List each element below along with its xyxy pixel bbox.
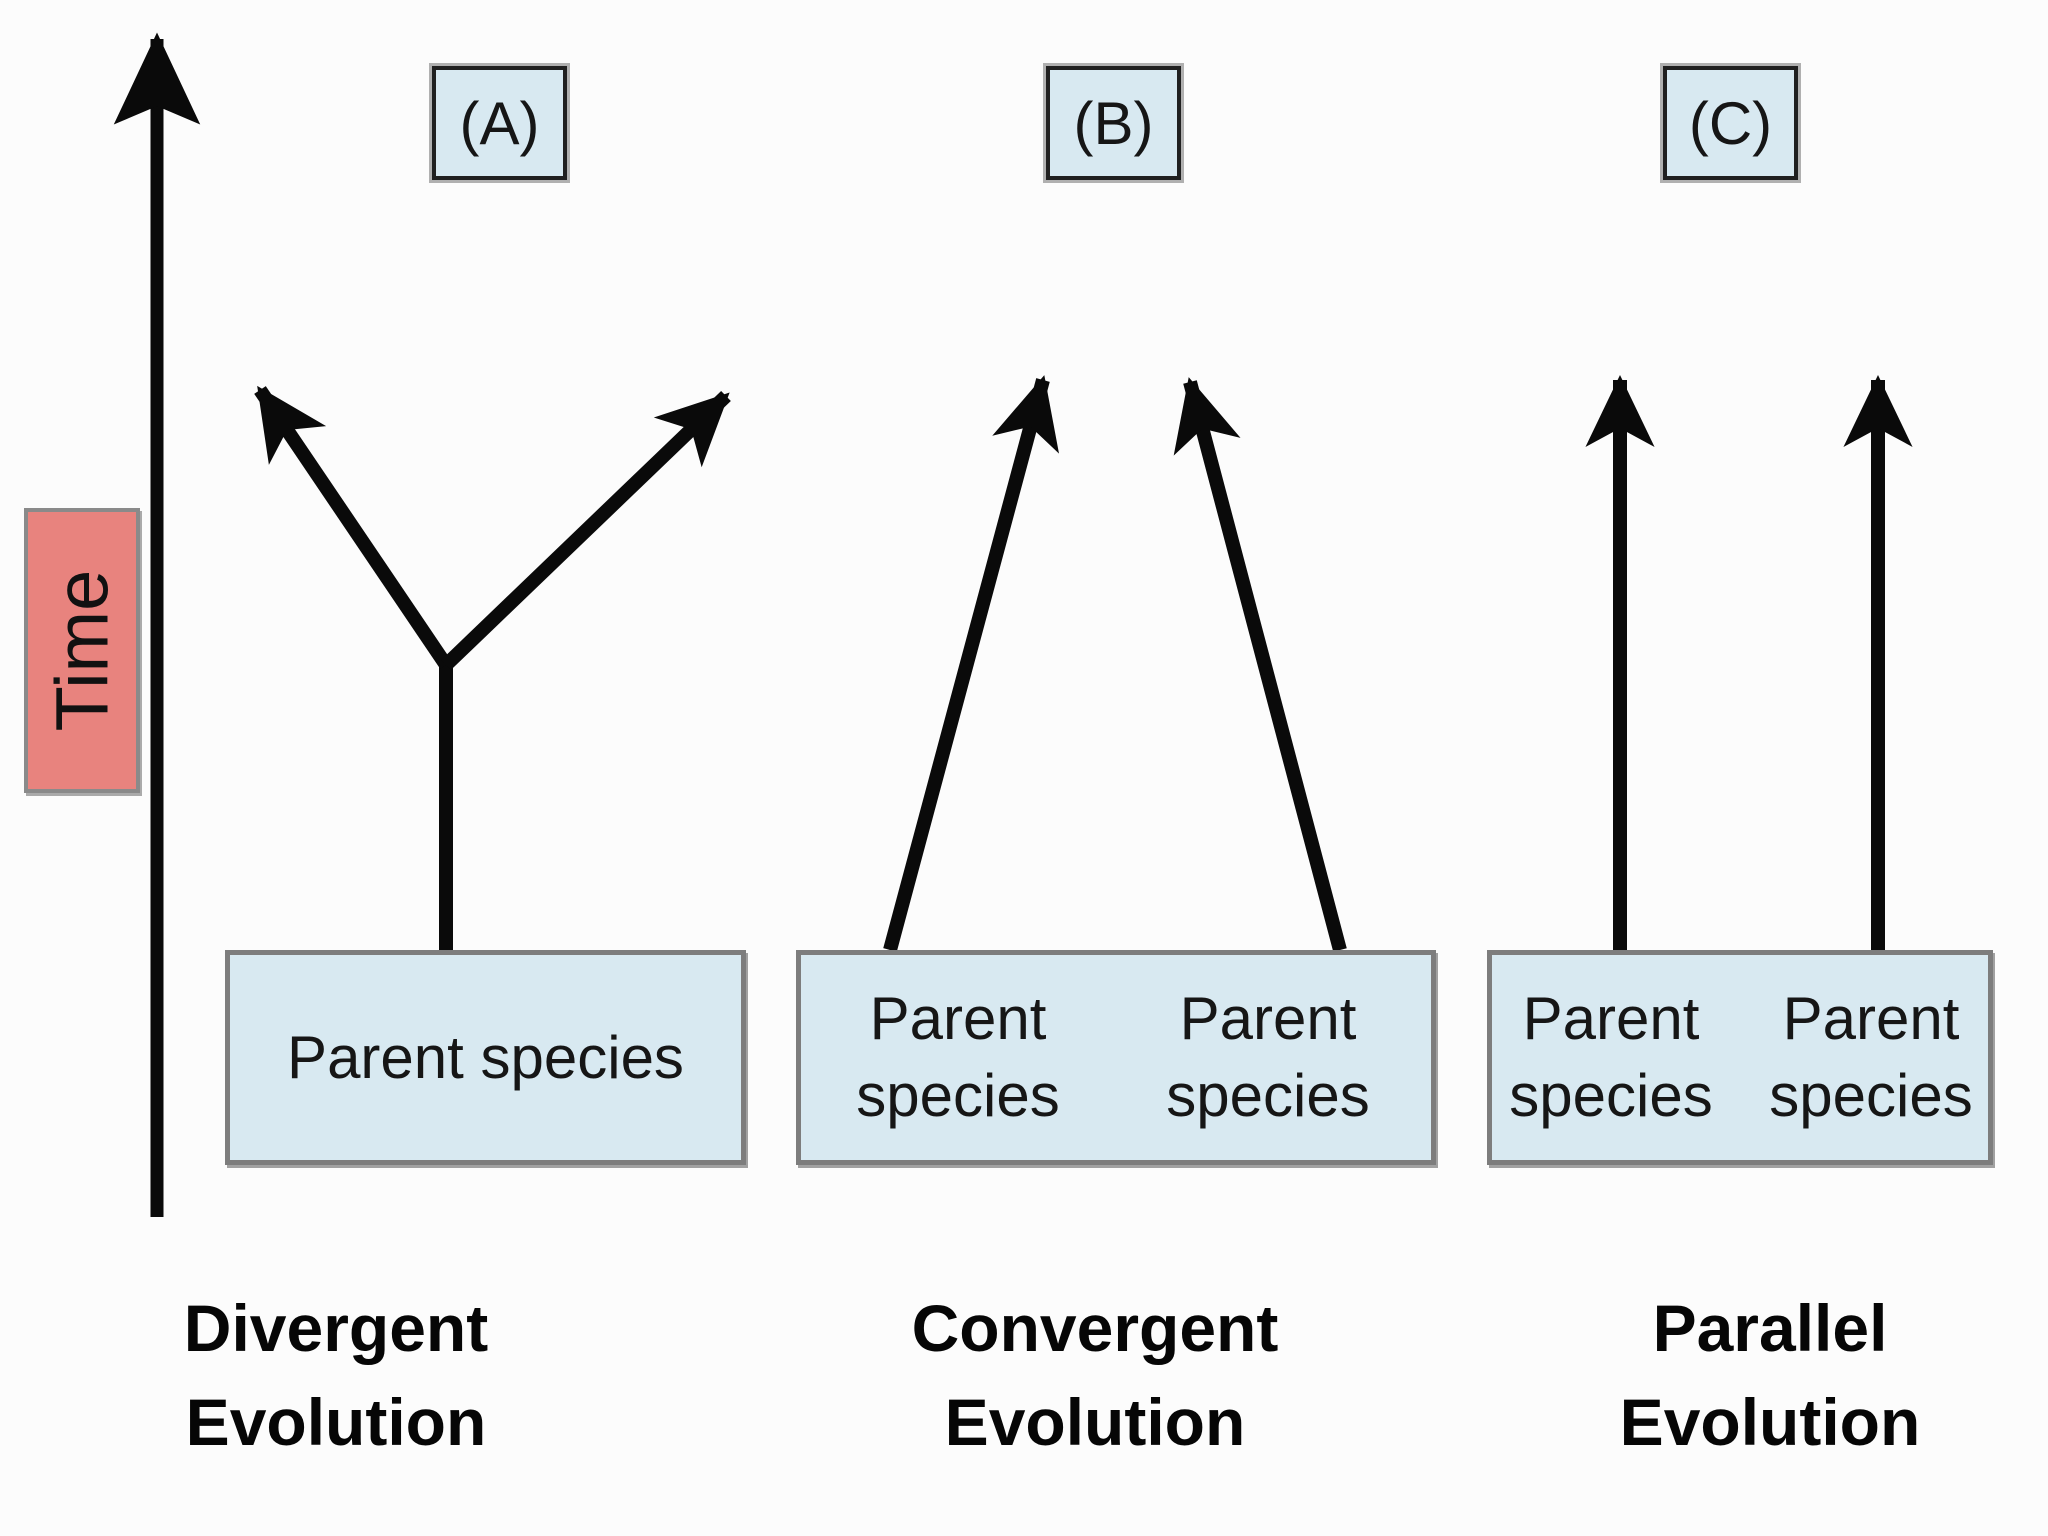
convergent-arrow-right <box>1173 377 1347 952</box>
divergent-arrow-left-branch <box>254 385 452 669</box>
caption-parallel-evolution: Parallel Evolution <box>1560 1282 1980 1469</box>
convergent-arrow-left <box>883 375 1060 952</box>
parent-species-label: Parent species <box>287 1024 684 1091</box>
caption-line: Evolution <box>944 1384 1246 1459</box>
caption-line: Parallel <box>1652 1291 1888 1365</box>
panel-tag-a: (A) <box>432 66 567 180</box>
time-label: Time <box>40 569 124 732</box>
caption-line: Evolution <box>1619 1384 1921 1459</box>
parent-species-box-b: Parent species Parent species <box>796 950 1436 1165</box>
divergent-arrow-right-branch <box>441 390 731 671</box>
parent-species-label: Parent species <box>1509 984 1713 1129</box>
parent-species-label: Parent species <box>1166 984 1370 1129</box>
parent-species-box-a: Parent species <box>225 950 746 1165</box>
parent-species-label: Parent species <box>856 984 1060 1129</box>
caption-divergent-evolution: Divergent Evolution <box>126 1282 546 1469</box>
panel-tag-c: (C) <box>1663 66 1798 180</box>
caption-line: Convergent <box>911 1291 1279 1365</box>
time-label-box: Time <box>24 508 140 793</box>
caption-line: Divergent <box>183 1291 489 1365</box>
panel-tag-b: (B) <box>1046 66 1181 180</box>
caption-line: Evolution <box>185 1384 487 1459</box>
parent-species-box-c: Parent species Parent species <box>1487 950 1993 1165</box>
caption-convergent-evolution: Convergent Evolution <box>885 1282 1305 1469</box>
parent-species-label: Parent species <box>1769 984 1973 1129</box>
